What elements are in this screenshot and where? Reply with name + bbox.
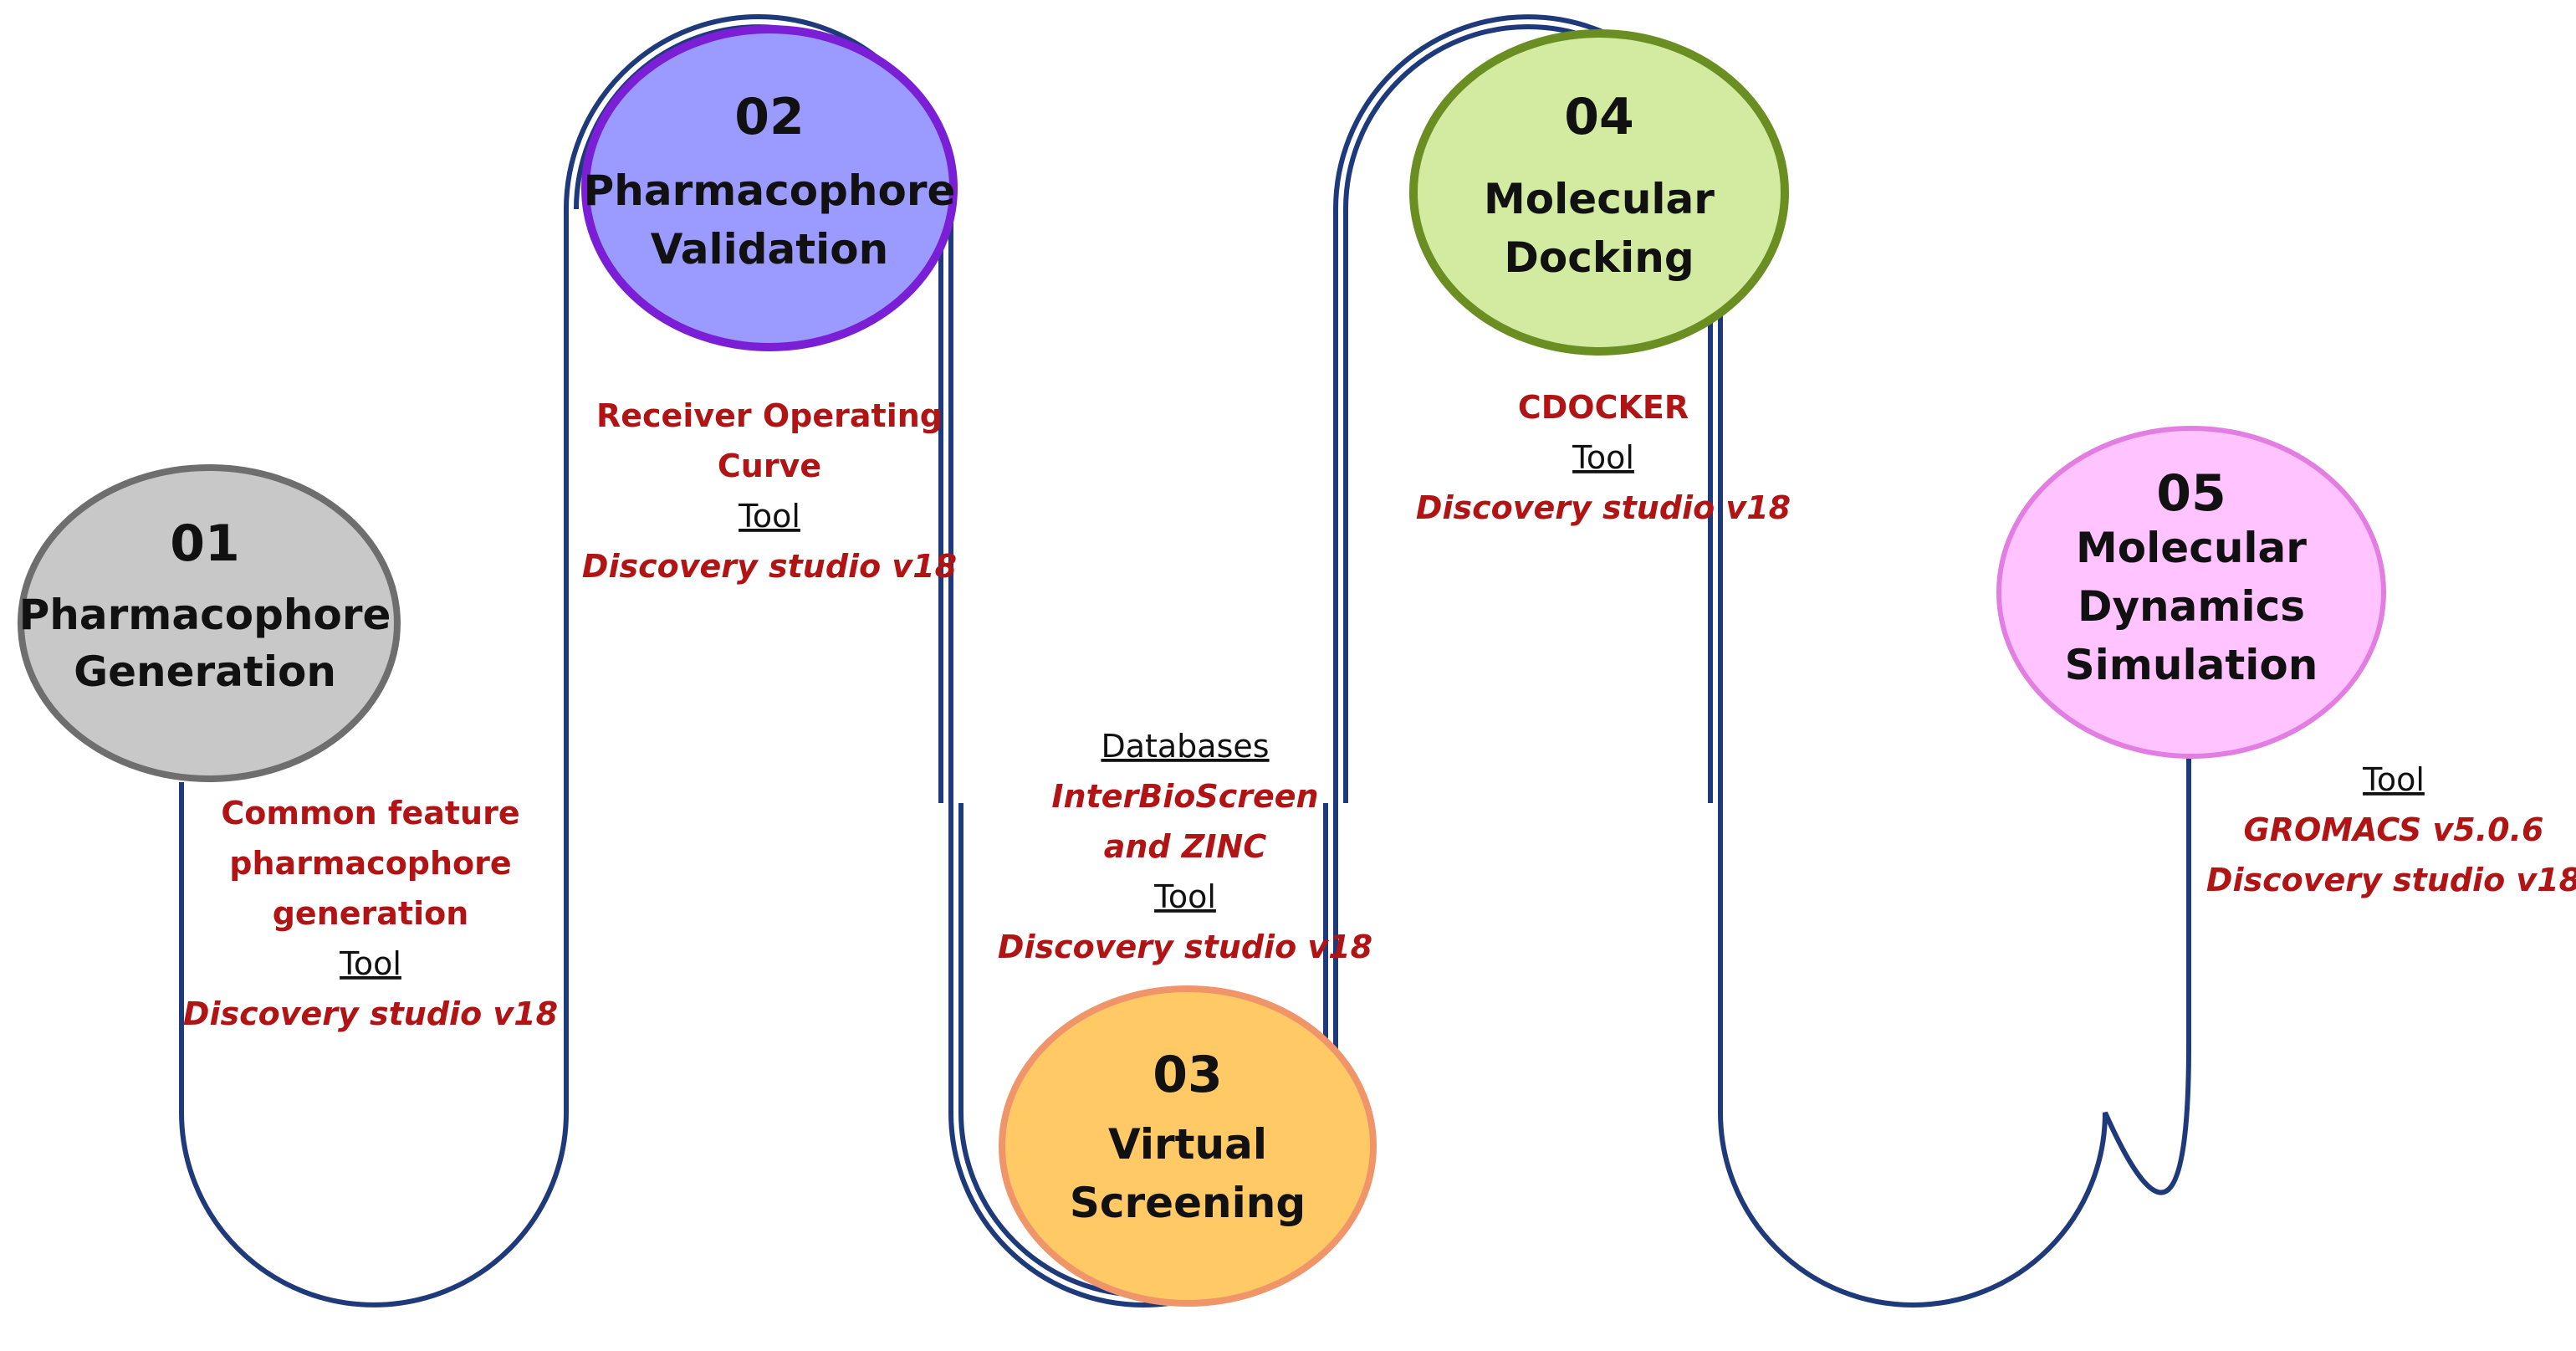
stage-05-tool-label: Tool: [2362, 761, 2425, 798]
stage-02-circle: [581, 25, 958, 351]
stage-01-method-line-1: Common feature: [221, 795, 519, 832]
stage-03-title-line-2: Screening: [1070, 1179, 1306, 1227]
stage-02: 02 Pharmacophore Validation Receiver Ope…: [581, 25, 958, 585]
stage-04-circle: [1409, 29, 1789, 356]
stage-03-number: 03: [1153, 1046, 1223, 1104]
stage-05-circle: [1996, 426, 2386, 759]
stage-03: Databases InterBioScreen and ZINC Tool D…: [998, 728, 1377, 1307]
stage-03-title-line-1: Virtual: [1108, 1120, 1267, 1169]
stage-01-tool-line-1: Discovery studio v18: [183, 995, 558, 1032]
stage-03-tool-label: Tool: [1153, 878, 1216, 915]
stage-01-circle: [18, 464, 401, 782]
stage-03-tool-line-1: Discovery studio v18: [998, 929, 1372, 965]
stage-03-database-line-2: and ZINC: [1104, 828, 1267, 865]
stage-01: 01 Pharmacophore Generation Common featu…: [18, 464, 558, 1032]
stage-03-database-line-1: InterBioScreen: [1051, 778, 1318, 815]
stage-05-tool-line-2: Discovery studio v18: [2206, 862, 2576, 898]
stage-02-title-line-2: Validation: [651, 225, 889, 274]
stage-01-title-line-1: Pharmacophore: [19, 591, 391, 639]
stage-02-tool-line-1: Discovery studio v18: [582, 548, 957, 585]
stage-04-method-line-1: CDOCKER: [1518, 389, 1689, 426]
stage-03-databases-label: Databases: [1101, 728, 1269, 765]
stage-01-title-line-2: Generation: [74, 647, 336, 696]
stage-04-title-line-1: Molecular: [1484, 175, 1715, 223]
stage-02-number: 02: [734, 88, 805, 146]
stage-05-tool-line-1: GROMACS v5.0.6: [2244, 811, 2544, 848]
stage-04-number: 04: [1564, 88, 1634, 146]
stage-01-method-line-2: pharmacophore: [229, 845, 511, 882]
stage-02-tool-label: Tool: [738, 498, 800, 535]
stage-03-circle: [999, 985, 1377, 1307]
stage-02-method-line-2: Curve: [718, 448, 821, 484]
stage-04-title-line-2: Docking: [1504, 233, 1694, 282]
stage-05: 05 Molecular Dynamics Simulation Tool GR…: [1996, 426, 2576, 898]
stage-04-tool-label: Tool: [1572, 439, 1634, 476]
stage-02-method-line-1: Receiver Operating: [596, 397, 943, 434]
stage-04-tool-line-1: Discovery studio v18: [1416, 489, 1791, 526]
stage-02-title-line-1: Pharmacophore: [584, 166, 956, 215]
stage-05-title-line-2: Dynamics: [2078, 582, 2305, 631]
stage-04: 04 Molecular Docking CDOCKER Tool Discov…: [1409, 29, 1791, 526]
stage-05-title-line-3: Simulation: [2065, 641, 2318, 689]
stage-01-method-line-3: generation: [273, 895, 469, 932]
stage-01-number: 01: [170, 514, 240, 573]
stage-01-tool-label: Tool: [339, 945, 401, 982]
stage-05-title-line-1: Molecular: [2076, 524, 2307, 572]
stage-05-number: 05: [2156, 464, 2226, 523]
